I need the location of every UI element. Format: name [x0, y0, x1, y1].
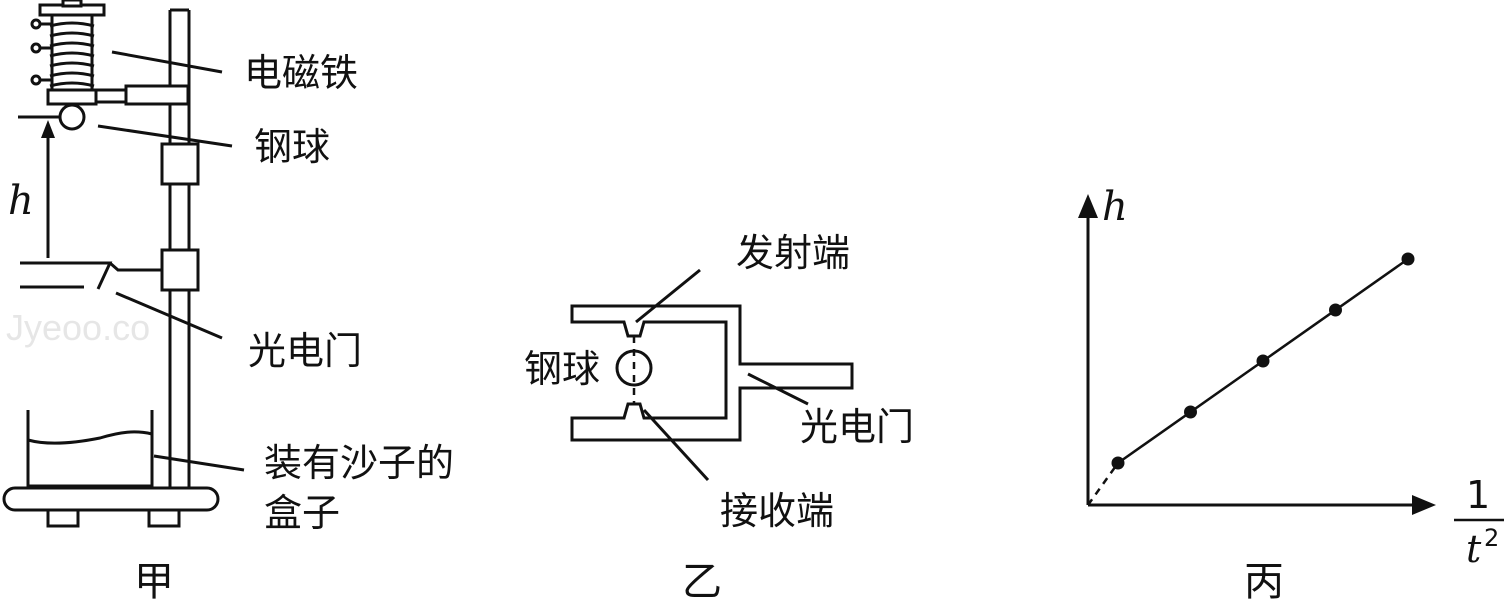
photogate-jia — [20, 261, 162, 290]
label-receiver: 接收端 — [720, 489, 834, 533]
photogate-top-view — [570, 268, 854, 482]
electromagnet — [30, 0, 106, 106]
y-axis-arrow — [1078, 194, 1098, 218]
label-height: h — [8, 178, 34, 224]
label-sand-box-line1: 装有沙子的 — [264, 441, 454, 485]
electromagnet-arm — [124, 84, 190, 106]
steel-ball — [58, 103, 86, 131]
x-axis-label-numerator: 1 — [1466, 473, 1490, 517]
x-axis-label-exponent: 2 — [1484, 524, 1499, 552]
base-foot-left — [46, 508, 80, 528]
graph-bing — [1078, 194, 1436, 515]
caption-bing: 丙 — [1244, 559, 1284, 605]
apparatus-jia — [2, 0, 245, 528]
fit-line-extrapolated — [1086, 462, 1120, 506]
base-foot-right — [147, 508, 181, 528]
label-photogate-jia: 光电门 — [248, 329, 362, 373]
label-electromagnet: 电磁铁 — [244, 51, 358, 95]
data-point — [1256, 354, 1270, 368]
rod-clamp-lower — [160, 248, 200, 292]
x-axis-arrow — [1412, 495, 1436, 515]
steel-ball-yi — [615, 349, 653, 387]
sand-box — [26, 410, 154, 488]
base-plate — [2, 486, 220, 512]
label-photogate-yi: 光电门 — [800, 405, 914, 449]
label-steel-ball-yi: 钢球 — [524, 347, 600, 391]
y-axis-label: h — [1102, 184, 1128, 230]
data-point — [1329, 303, 1342, 317]
photogate-body — [570, 304, 854, 442]
height-arrow-head — [41, 120, 55, 138]
label-sand-box-line2: 盒子 — [264, 491, 340, 535]
caption-yi: 乙 — [682, 559, 722, 605]
data-point — [1184, 405, 1197, 419]
data-point — [1111, 456, 1125, 470]
watermark: Jyeoo.co — [6, 307, 150, 348]
rod-clamp-upper — [160, 142, 200, 186]
label-steel-ball-jia: 钢球 — [254, 125, 330, 169]
caption-jia: 甲 — [134, 559, 174, 605]
x-axis-label-denominator: t — [1466, 527, 1482, 571]
label-emitter: 发射端 — [736, 231, 850, 275]
data-point — [1401, 252, 1415, 266]
